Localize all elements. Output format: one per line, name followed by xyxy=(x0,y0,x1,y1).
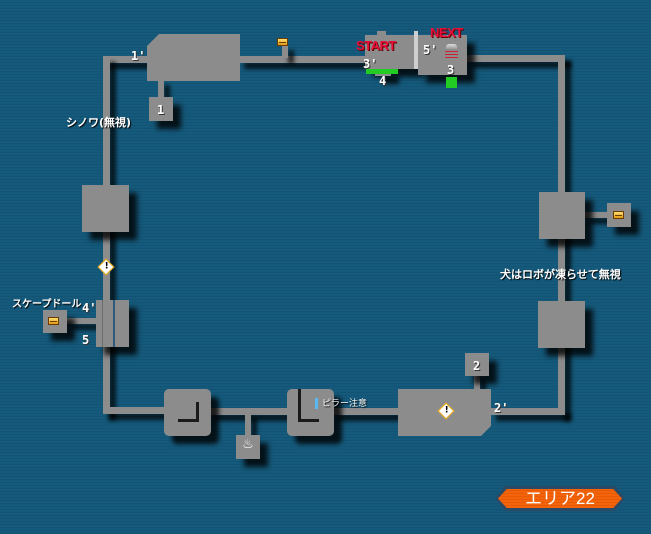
corridor-top-left xyxy=(103,56,149,63)
room-left-upper xyxy=(82,185,129,232)
room-start-bump xyxy=(377,31,386,37)
corridor-onsen xyxy=(245,412,251,437)
wall-bend-left xyxy=(196,402,199,422)
wall-pillar-bottom xyxy=(298,419,319,422)
corridor-room2 xyxy=(474,374,480,390)
hot-spring-icon[interactable]: ♨ xyxy=(242,437,254,452)
corridor-room1 xyxy=(158,79,164,99)
door-label-1p: 1' xyxy=(131,49,146,63)
corridor-top-right xyxy=(466,55,565,62)
next-label: NEXT xyxy=(430,25,463,40)
start-next-divider xyxy=(414,31,418,69)
corridor-bottom-middle-1 xyxy=(208,408,290,415)
wall-pillar-left xyxy=(298,389,301,422)
warning-icon-left[interactable]: ! xyxy=(97,258,115,276)
room-pillar xyxy=(287,389,334,436)
room-top-left-large xyxy=(147,34,240,81)
door-label-3p: 3' xyxy=(363,57,378,71)
corridor-top-middle xyxy=(238,56,378,63)
room-right-upper xyxy=(539,192,585,239)
door-label-1: 1 xyxy=(157,103,165,117)
corridor-chest-top xyxy=(282,44,288,58)
corridor-right-chest xyxy=(584,212,610,218)
room-1 xyxy=(149,97,173,121)
gate-divider-2 xyxy=(102,300,103,347)
corridor-left-vertical xyxy=(103,56,110,414)
treasure-chest-scapedoll[interactable] xyxy=(48,317,59,325)
area-label: エリア22 xyxy=(498,489,622,508)
door-label-5: 5 xyxy=(82,333,90,347)
room-start xyxy=(365,35,417,69)
area-badge: エリア22 xyxy=(495,486,625,511)
pillar-marker-icon xyxy=(315,398,318,409)
note-pillar: ピラー注意 xyxy=(322,399,368,409)
door-label-2p: 2' xyxy=(494,401,509,415)
corridor-bottom-left xyxy=(103,407,165,414)
note-scapedoll: スケープドール xyxy=(12,299,82,310)
gate-divider-1 xyxy=(113,300,115,347)
transporter-icon[interactable] xyxy=(445,44,458,59)
note-dog: 犬はロボが凍らせて無視 xyxy=(500,268,621,281)
room-left-gate xyxy=(96,300,129,347)
door-label-3: 3 xyxy=(447,63,455,77)
start-pad xyxy=(366,69,398,74)
room-right-lower xyxy=(538,301,585,348)
corridor-bottom-middle-2 xyxy=(332,408,400,415)
note-shinowa: シノワ(無視) xyxy=(66,116,132,129)
treasure-chest-top[interactable] xyxy=(277,38,288,46)
room-onsen xyxy=(236,435,260,459)
start-label: START xyxy=(356,38,396,53)
treasure-chest-right[interactable] xyxy=(613,211,624,219)
corridor-bottom-right xyxy=(490,408,565,415)
door-label-5p: 5' xyxy=(423,43,438,57)
room-next xyxy=(418,35,467,75)
room-2 xyxy=(465,353,489,376)
door-label-4p: 4' xyxy=(82,301,97,315)
room-bottom-left-bend xyxy=(164,389,211,436)
next-exit-pad xyxy=(446,77,457,88)
door-label-4: 4 xyxy=(379,74,387,88)
corridor-scapedoll xyxy=(66,318,96,324)
wall-bend-left-bottom xyxy=(178,419,199,422)
door-label-2: 2 xyxy=(473,359,481,373)
